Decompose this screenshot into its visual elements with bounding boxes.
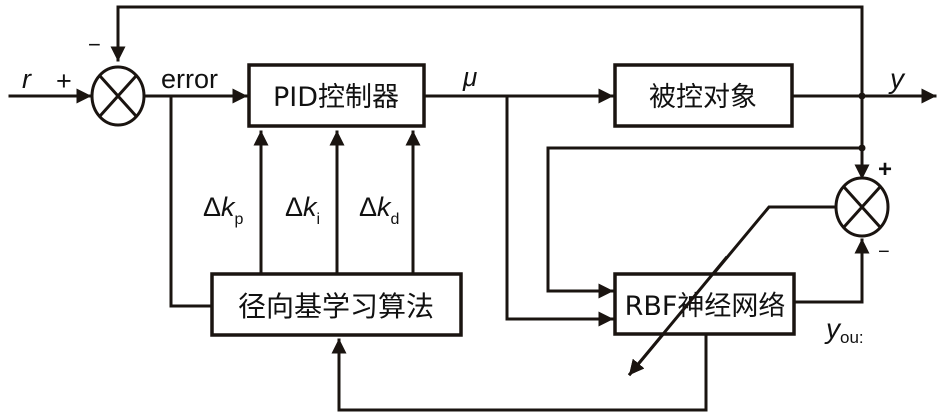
pid-controller-label: PID控制器 bbox=[273, 82, 399, 113]
wire-rbf-to-learning bbox=[331, 332, 708, 412]
sum1-plus-sign: + bbox=[56, 66, 72, 96]
gain-label-kp: Δkp bbox=[203, 192, 244, 228]
pid-controller-block: PID控制器 bbox=[247, 63, 426, 128]
rbf-network-label: RBF神经网络 bbox=[625, 291, 786, 322]
sum2-minus-sign: − bbox=[878, 241, 890, 263]
rbf-output-label: you: bbox=[824, 313, 864, 347]
plant-label: 被控对象 bbox=[649, 82, 757, 113]
gain-label-kd: Δkd bbox=[359, 192, 399, 228]
wire-output-to-rbf bbox=[546, 146, 864, 299]
gain-label-ki: Δki bbox=[285, 192, 320, 228]
wire-control-to-rbf bbox=[505, 94, 614, 327]
wire-output-feedback bbox=[110, 5, 864, 98]
rbf-output-symbol: y bbox=[824, 313, 842, 344]
wire-rbf-to-sum2 bbox=[792, 238, 870, 304]
rbf-output-subscript: ou: bbox=[840, 328, 864, 347]
control-signal-label: μ bbox=[462, 62, 477, 92]
adaptation-arrow-overlay bbox=[627, 255, 729, 377]
learning-algorithm-block: 径向基学习算法 bbox=[210, 272, 463, 337]
output-signal-label: y bbox=[888, 63, 906, 94]
learning-algorithm-label: 径向基学习算法 bbox=[238, 290, 434, 323]
summing-junction-1 bbox=[90, 65, 146, 127]
sum2-plus-sign: + bbox=[878, 156, 892, 183]
plant-block: 被控对象 bbox=[613, 63, 794, 128]
summing-junction-2 bbox=[834, 176, 890, 238]
reference-signal-label: r bbox=[22, 64, 32, 94]
error-signal-label: error bbox=[161, 64, 218, 94]
branch-node-feedback bbox=[858, 144, 866, 152]
wire-error-to-learning bbox=[169, 94, 212, 308]
sum1-minus-sign: − bbox=[88, 32, 101, 57]
branch-node-output bbox=[858, 92, 866, 100]
rbf-network-block: RBF神经网络 bbox=[613, 272, 796, 336]
